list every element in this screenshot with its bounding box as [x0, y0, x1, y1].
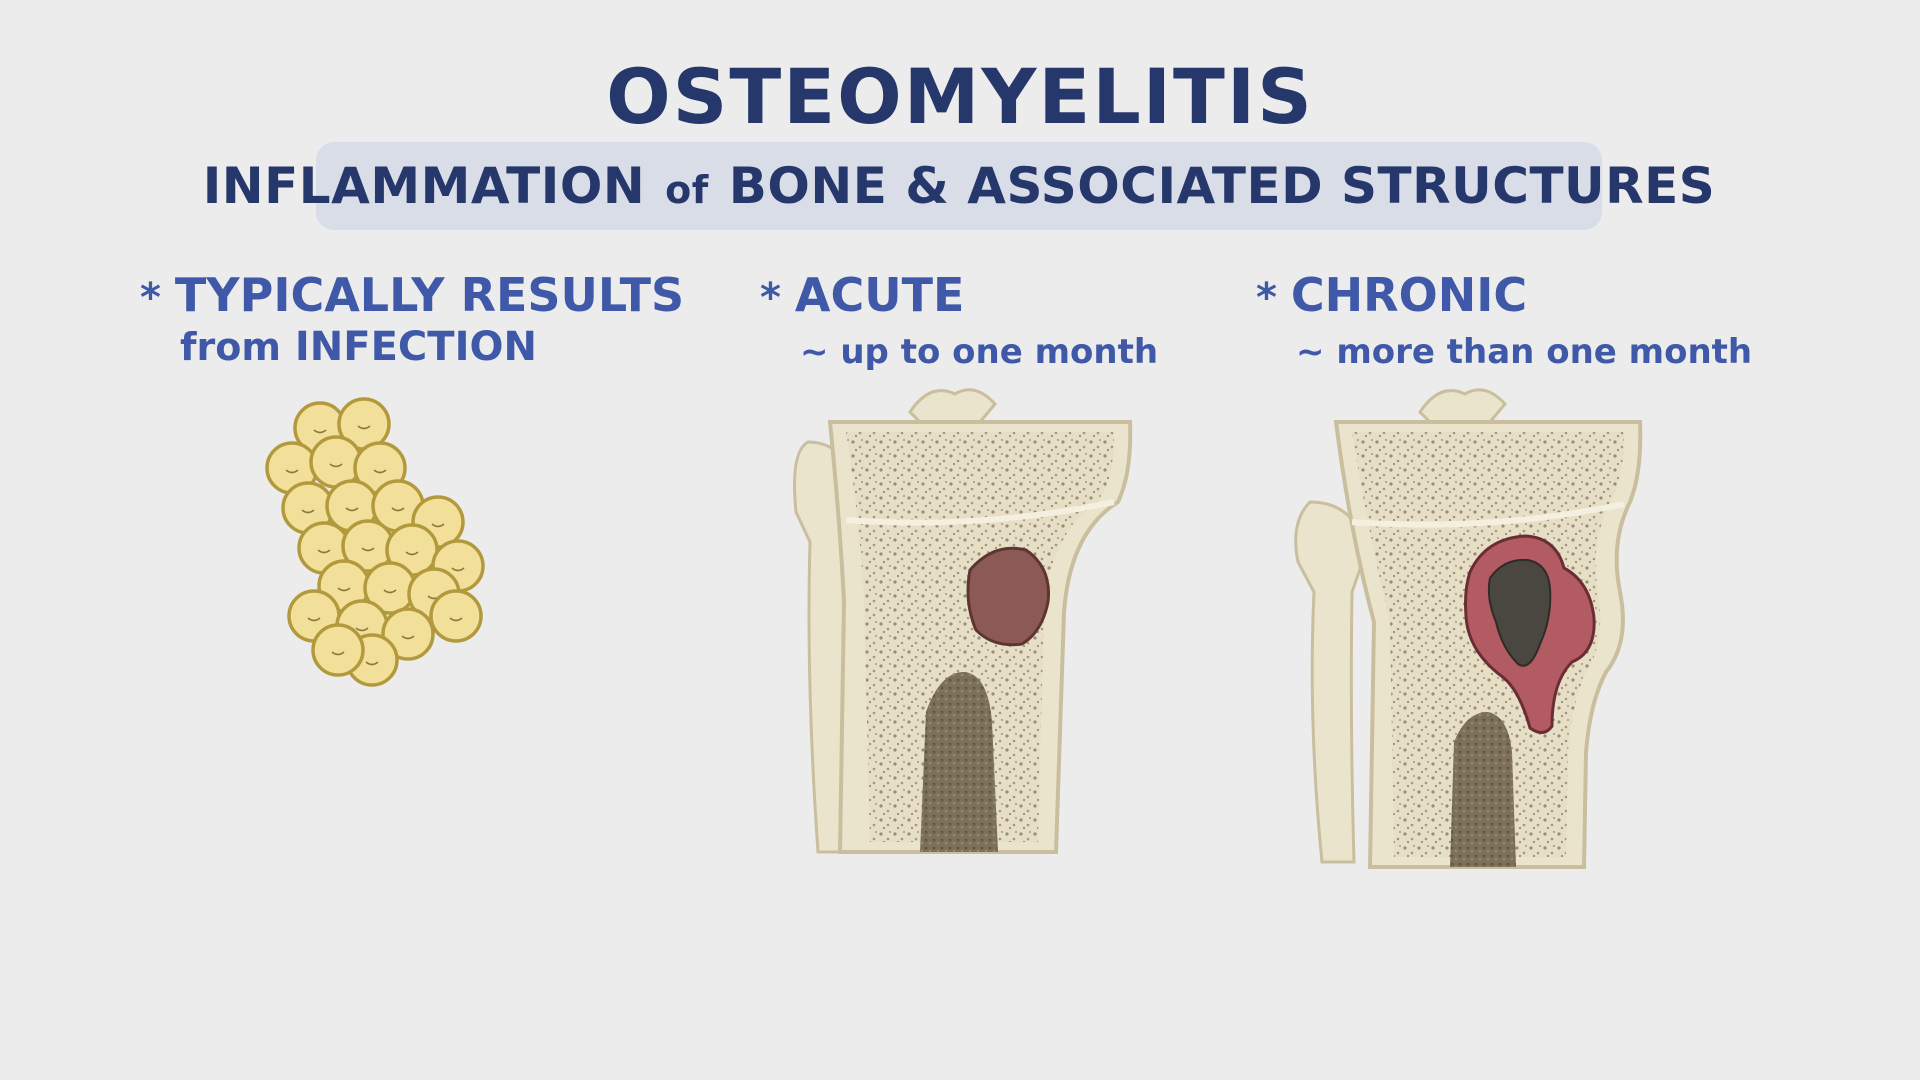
coccus-face	[337, 587, 351, 592]
coccus-face	[365, 661, 379, 666]
coccus-face	[449, 617, 463, 622]
bacteria-cluster-icon	[265, 397, 485, 687]
point-infection-heading: * TYPICALLY RESULTS	[140, 268, 684, 322]
coccus-face	[285, 469, 299, 474]
coccus-face	[357, 425, 371, 430]
coccus-face	[391, 507, 405, 512]
asterisk-icon: *	[140, 275, 161, 321]
page-title: OSTEOMYELITIS	[606, 52, 1314, 141]
point-infection: * TYPICALLY RESULTS from INFECTION	[140, 268, 684, 370]
coccus-face	[313, 429, 327, 434]
coccus-face	[405, 551, 419, 556]
point-chronic: * CHRONIC ~ more than one month	[1256, 268, 1752, 372]
subtitle-part2: BONE & ASSOCIATED STRUCTURES	[728, 157, 1716, 215]
point-chronic-heading: * CHRONIC	[1256, 268, 1752, 322]
point-chronic-detail: ~ more than one month	[1296, 332, 1753, 372]
acute-bone-lesion-icon	[793, 388, 1133, 854]
coccus-face	[373, 469, 387, 474]
asterisk-icon: *	[1256, 275, 1277, 321]
point-infection-line2: from INFECTION	[180, 324, 684, 370]
chronic-bone-lesion-icon	[1294, 388, 1643, 869]
point-chronic-title: CHRONIC	[1290, 268, 1528, 322]
subtitle-banner: INFLAMMATION of BONE & ASSOCIATED STRUCT…	[203, 142, 1715, 230]
point-acute: * ACUTE ~ up to one month	[760, 268, 1158, 372]
coccus-face	[345, 507, 359, 512]
subtitle-part1: INFLAMMATION	[202, 157, 646, 215]
point-infection-cause: INFECTION	[294, 324, 537, 370]
coccus-face	[301, 509, 315, 514]
coccus-face	[317, 549, 331, 554]
coccus-cell	[429, 589, 483, 643]
coccus-face	[431, 523, 445, 528]
coccus-cell	[311, 623, 365, 677]
subtitle: INFLAMMATION of BONE & ASSOCIATED STRUCT…	[203, 157, 1716, 215]
point-acute-title: ACUTE	[794, 268, 965, 322]
subtitle-connector: of	[665, 168, 709, 212]
coccus-face	[361, 547, 375, 552]
coccus-face	[401, 635, 415, 640]
coccus-face	[331, 651, 345, 656]
point-acute-detail: ~ up to one month	[800, 332, 1159, 372]
coccus-face	[355, 627, 369, 632]
coccus-cell	[381, 607, 435, 661]
coccus-face	[451, 567, 465, 572]
coccus-face	[307, 617, 321, 622]
point-infection-from: from	[180, 325, 281, 369]
coccus-face	[329, 463, 343, 468]
point-infection-title: TYPICALLY RESULTS	[174, 268, 685, 322]
point-acute-heading: * ACUTE	[760, 268, 1158, 322]
asterisk-icon: *	[760, 275, 781, 321]
coccus-face	[383, 589, 397, 594]
